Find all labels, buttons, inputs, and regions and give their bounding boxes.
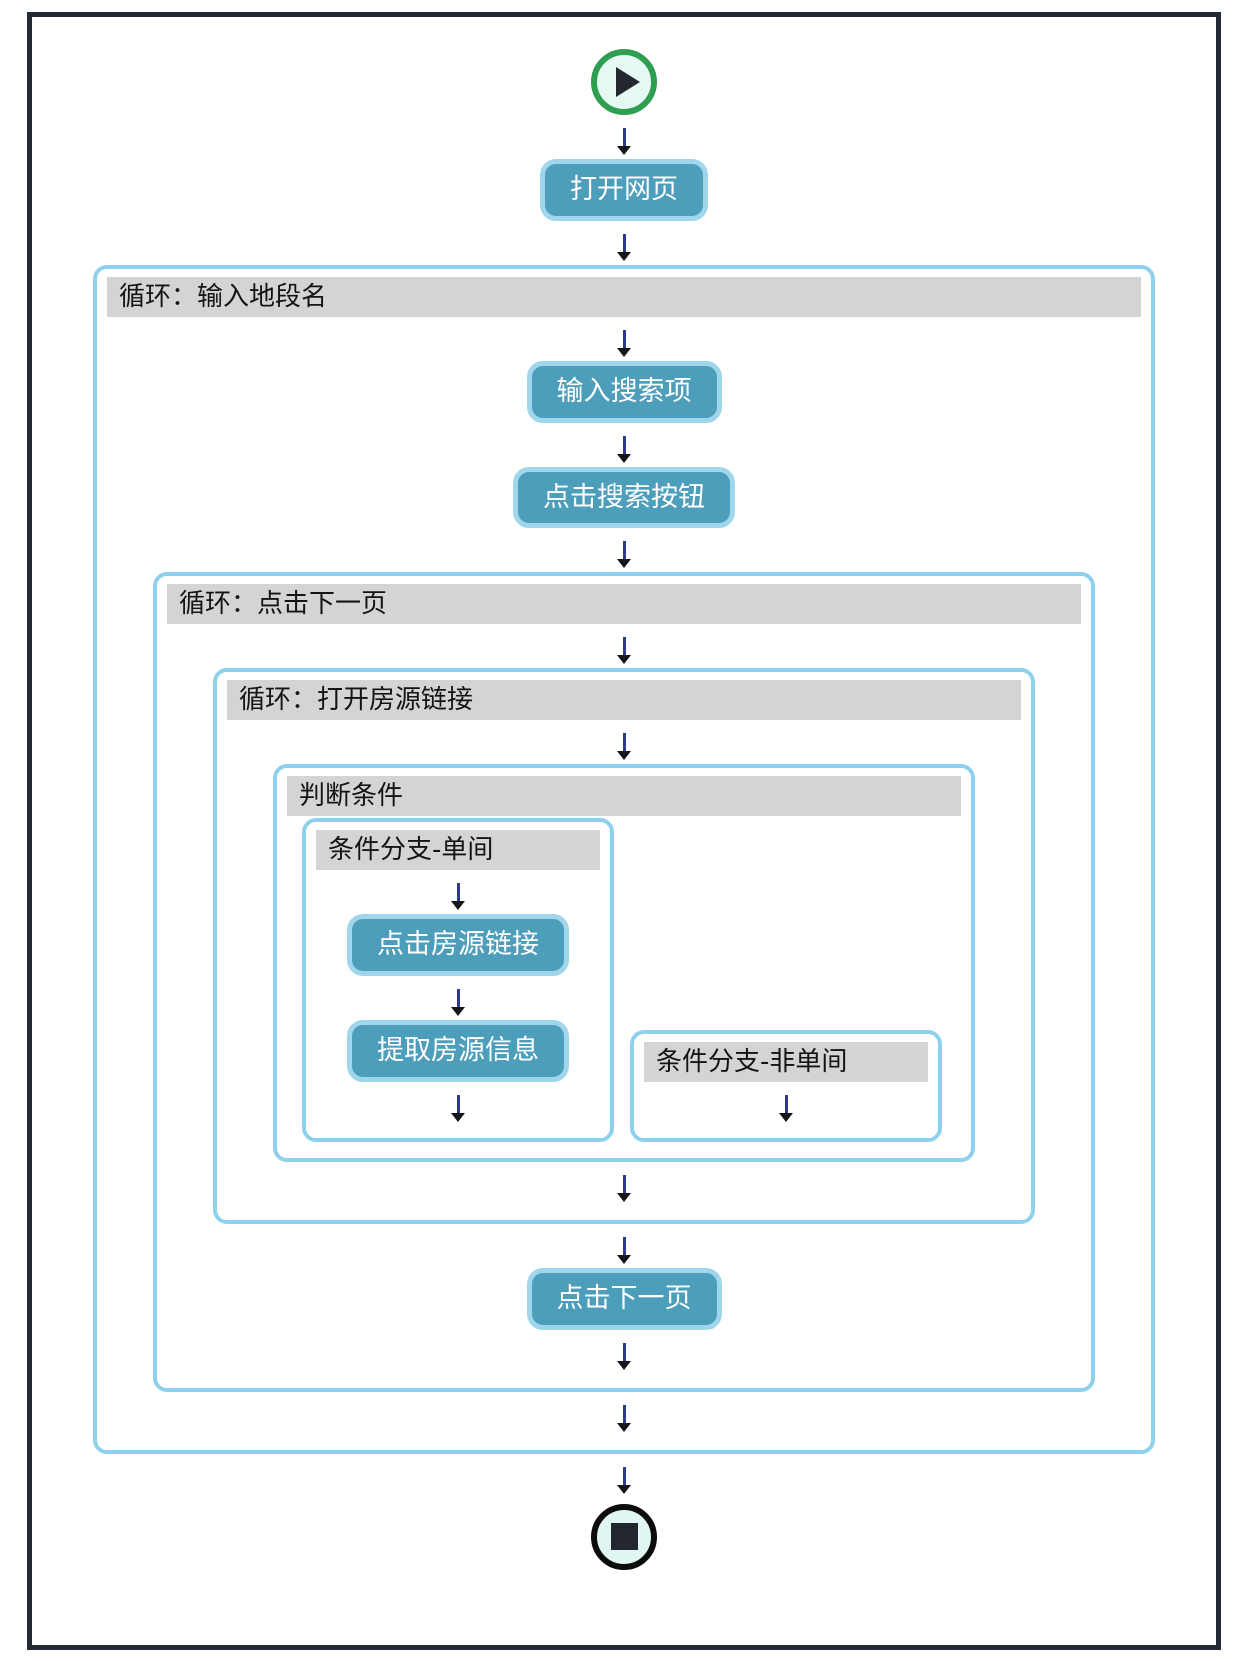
end-node[interactable] [591,1503,657,1570]
branch-single-room-header[interactable]: 条件分支-单间 [316,830,600,871]
down-arrow-icon [622,541,626,560]
loop-open-listing-body: 判断条件 条件分支-单间 点击房源链接 [217,720,1031,1220]
step-open-webpage-button[interactable]: 打开网页 [540,159,708,221]
stop-icon [610,1523,638,1550]
step-click-search-button[interactable]: 点击搜索按钮 [513,466,735,529]
down-arrow-icon [622,329,626,348]
down-arrow-icon [456,1094,460,1113]
branch-non-single-room-body [634,1082,938,1138]
down-arrow-icon [622,1174,626,1193]
loop-open-listing-header[interactable]: 循环：打开房源链接 [227,680,1021,721]
condition-body: 条件分支-单间 点击房源链接 提取房源信息 [277,816,971,1158]
down-arrow-icon [622,128,626,146]
branch-single-room-body: 点击房源链接 提取房源信息 [306,870,610,1138]
loop-input-district-body: 输入搜索项 点击搜索按钮 循环：点击下一页 循环：打开房源链接 [97,317,1151,1450]
step-extract-info-button[interactable]: 提取房源信息 [347,1020,569,1082]
condition-container: 判断条件 条件分支-单间 点击房源链接 [273,764,975,1162]
down-arrow-icon [622,233,626,252]
step-click-listing-button[interactable]: 点击房源链接 [347,914,569,976]
down-arrow-icon [784,1094,788,1113]
down-arrow-icon [622,1466,626,1485]
down-arrow-icon [622,1236,626,1255]
flowchart-canvas: 打开网页 循环：输入地段名 输入搜索项 点击搜索按钮 循环：点击下一页 循环：打… [27,12,1221,1650]
loop-next-page-body: 循环：打开房源链接 判断条件 条件分支-单间 [157,624,1091,1387]
loop-container-open-listing: 循环：打开房源链接 判断条件 条件分支-单间 [213,668,1035,1224]
loop-container-next-page: 循环：点击下一页 循环：打开房源链接 判断条件 [153,572,1095,1392]
branch-single-room: 条件分支-单间 点击房源链接 提取房源信息 [302,818,614,1142]
play-icon [615,67,640,97]
loop-input-district-header[interactable]: 循环：输入地段名 [107,276,1141,317]
loop-next-page-header[interactable]: 循环：点击下一页 [167,584,1081,625]
step-input-search-button[interactable]: 输入搜索项 [526,360,722,423]
condition-header[interactable]: 判断条件 [287,776,961,817]
loop-container-input-district: 循环：输入地段名 输入搜索项 点击搜索按钮 循环：点击下一页 循环：打开房源链接 [93,264,1155,1454]
down-arrow-icon [456,989,460,1007]
down-arrow-icon [456,883,460,902]
branch-non-single-room-header[interactable]: 条件分支-非单间 [644,1041,928,1082]
branch-non-single-room: 条件分支-非单间 [630,1029,942,1142]
down-arrow-icon [622,435,626,454]
step-click-next-page-button[interactable]: 点击下一页 [526,1267,722,1330]
down-arrow-icon [622,733,626,752]
down-arrow-icon [622,1404,626,1423]
start-node[interactable] [591,49,657,115]
down-arrow-icon [622,637,626,656]
down-arrow-icon [622,1342,626,1361]
